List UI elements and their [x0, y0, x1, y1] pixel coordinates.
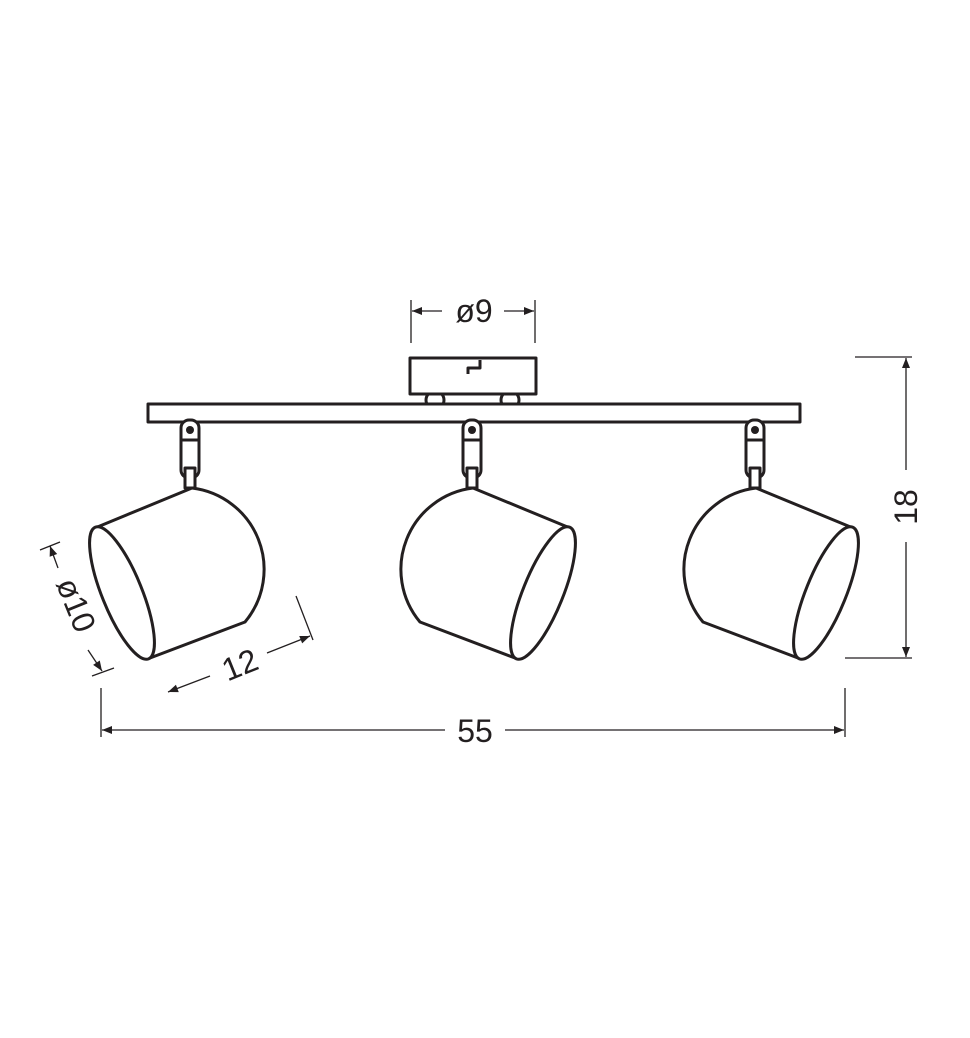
width-label: 55	[457, 713, 493, 749]
shade-middle	[399, 486, 577, 661]
shade-right	[682, 486, 860, 661]
canopy-diameter-label: ø9	[455, 293, 492, 329]
shade-length-label: 12	[217, 641, 263, 688]
hinges	[179, 418, 766, 490]
canopy-diameter-dimension: ø9	[410, 293, 536, 343]
height-dimension: 18	[845, 356, 924, 659]
shade-diameter-label: ø10	[49, 573, 103, 638]
shade-left	[88, 486, 266, 661]
canopy	[408, 356, 538, 411]
height-label: 18	[888, 489, 924, 525]
width-dimension: 55	[100, 688, 846, 749]
